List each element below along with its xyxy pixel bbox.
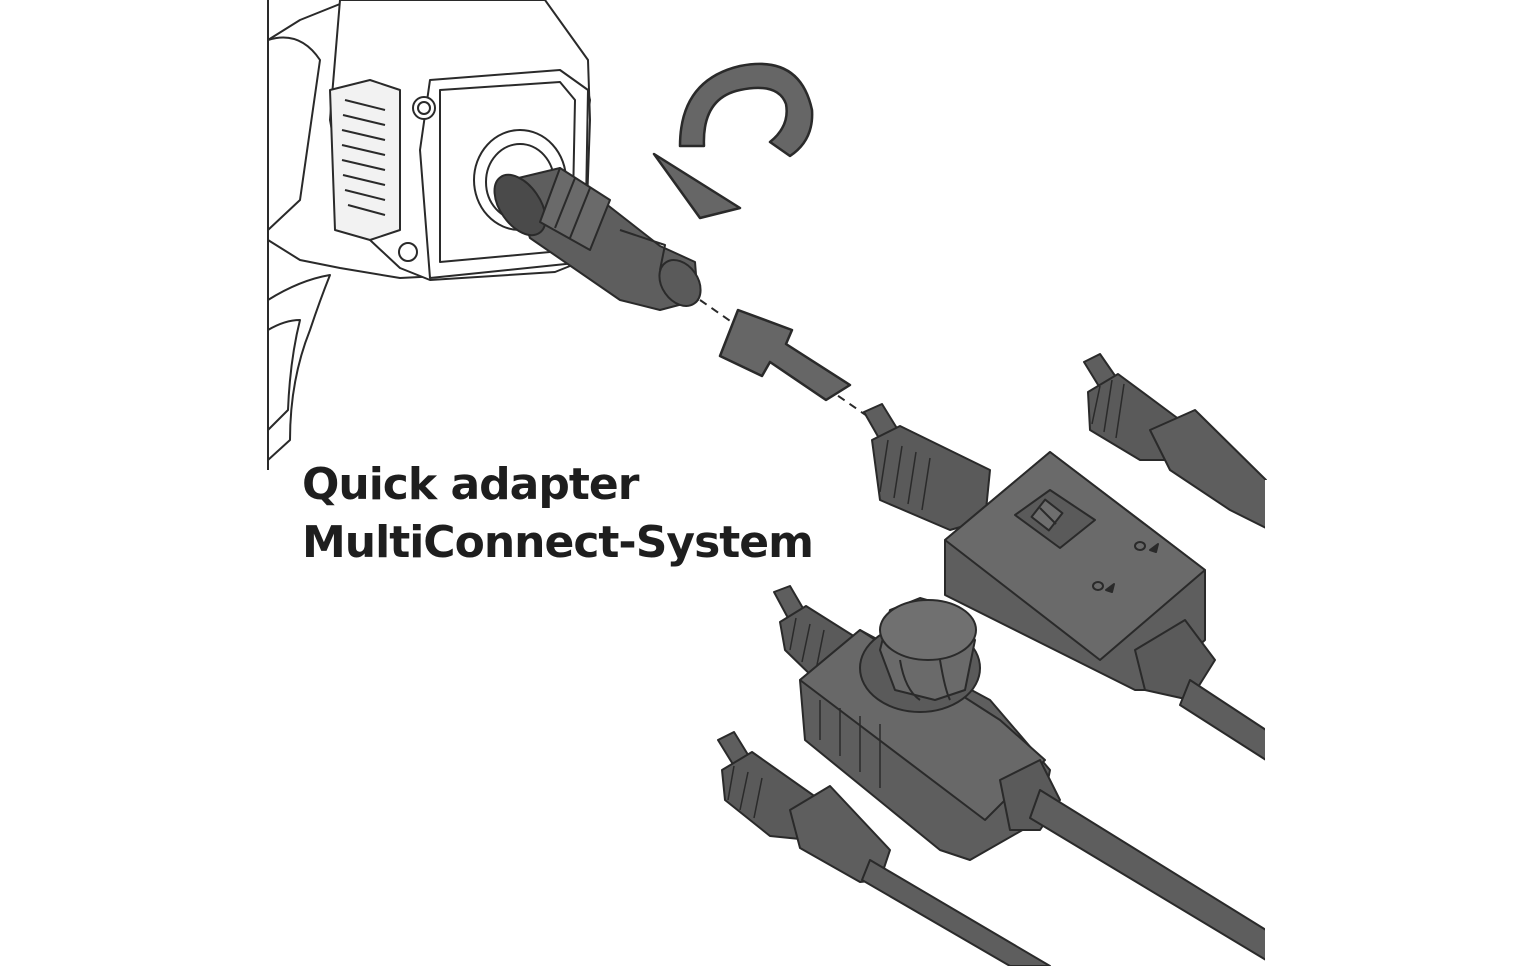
product-caption: Quick adapter MultiConnect-System xyxy=(302,456,814,572)
hose-fitting-lower xyxy=(717,731,1051,966)
caption-line-2: MultiConnect-System xyxy=(302,517,814,568)
curved-rotate-arrow-icon xyxy=(652,62,814,220)
straight-insert-arrow-icon xyxy=(718,308,852,402)
switch-box-component xyxy=(863,403,1267,761)
grip-ridges xyxy=(341,99,386,216)
valve-knob-component xyxy=(773,585,1267,961)
quick-adapter xyxy=(493,167,702,311)
hose-fitting-upper xyxy=(1083,353,1267,529)
caption-line-1: Quick adapter xyxy=(302,459,639,510)
